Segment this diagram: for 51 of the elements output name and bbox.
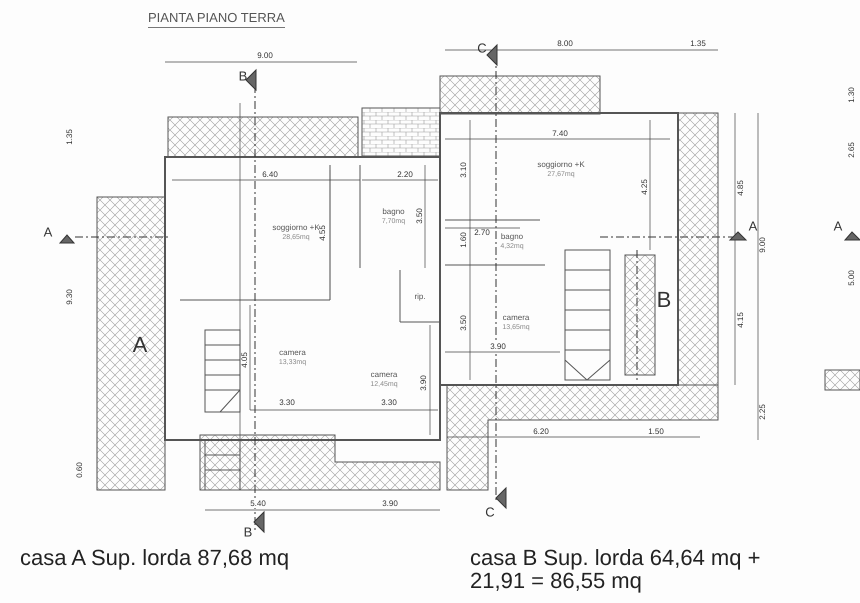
dimension-label: 5.40 <box>249 500 267 508</box>
dimension-label: 1.50 <box>647 428 665 436</box>
dimension-label: 4.55 <box>319 224 327 242</box>
room-name: soggiorno +K <box>271 222 321 232</box>
dimension-label: 4.05 <box>241 351 249 369</box>
dimension-label: 9.00 <box>256 52 274 60</box>
section-mark-label: B <box>238 70 248 82</box>
dimension-label: 9.30 <box>66 288 74 306</box>
dimension-label: 3.50 <box>416 207 424 225</box>
room-name: soggiorno +K <box>536 160 586 170</box>
plan-title: PIANTA PIANO TERRA <box>148 10 285 28</box>
room-name: bagno <box>380 206 406 216</box>
room-name: camera <box>501 312 531 322</box>
dimension-label: 2.70 <box>473 229 491 237</box>
section-mark-label: C <box>485 506 495 518</box>
section-mark-label: B <box>656 289 672 311</box>
dimension-label: 0.60 <box>76 461 84 479</box>
room-name: camera <box>278 348 308 358</box>
dimension-label: 2.65 <box>848 141 856 159</box>
dimension-label: 1.35 <box>66 128 74 146</box>
dimension-label: 3.90 <box>420 374 428 392</box>
dimension-label: 2.25 <box>759 403 767 421</box>
dimension-label: 4.15 <box>737 311 745 329</box>
dimension-label: 6.40 <box>261 171 279 179</box>
dimension-label: 3.90 <box>381 500 399 508</box>
dimension-label: 6.20 <box>532 428 550 436</box>
dimension-label: 3.50 <box>460 314 468 332</box>
dimension-label: 3.30 <box>380 399 398 407</box>
section-mark-label: B <box>244 526 252 538</box>
dimension-label: 3.30 <box>278 399 296 407</box>
section-mark-label: A <box>44 226 52 238</box>
area-caption: casa B Sup. lorda 64,64 mq + 21,91 = 86,55 mq <box>470 546 762 592</box>
section-mark-label: A <box>834 220 842 232</box>
section-mark-label: A <box>132 334 148 356</box>
area-caption: casa A Sup. lorda 87,68 mq <box>20 546 290 569</box>
room-name: rip. <box>413 292 427 302</box>
room-name: bagno <box>499 232 525 242</box>
dimension-label: 7.40 <box>551 130 569 138</box>
dimension-label: 1.60 <box>460 231 468 249</box>
room-name: camera <box>369 370 399 380</box>
dimension-label: 4.85 <box>737 179 745 197</box>
dimension-label: 4.25 <box>641 178 649 196</box>
dimension-label: 8.00 <box>556 40 574 48</box>
dimension-label: 9.00 <box>759 236 767 254</box>
dimension-label: 1.35 <box>689 40 707 48</box>
dimension-label: 1.30 <box>848 86 856 104</box>
dimension-label: 3.10 <box>460 161 468 179</box>
section-mark-label: A <box>748 220 758 232</box>
dimension-label: 5.00 <box>848 269 856 287</box>
dimension-label: 3.90 <box>489 343 507 351</box>
dimension-label: 2.20 <box>396 171 414 179</box>
